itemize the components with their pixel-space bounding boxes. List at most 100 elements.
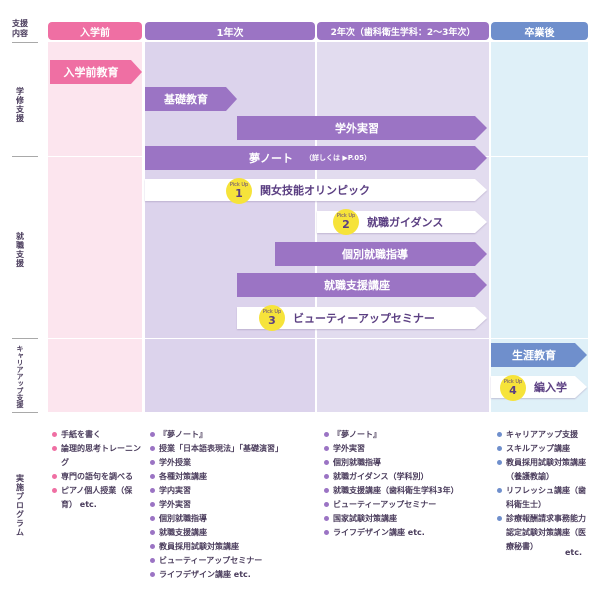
basic-education-label: 基礎教育 [164,93,208,106]
program-list-after: キャリアアップ支援 スキルアップ講座 教員採用試験対策講座（養護教諭） リフレッ… [497,428,589,554]
row-divider [12,42,38,43]
job-guidance-label: 就職ガイダンス [367,216,444,229]
skills-olympic-label: 関女技能オリンピック [260,184,370,197]
transfer-label: 編入学 [534,381,567,394]
column-bg-pre [48,42,142,412]
list-item: リフレッシュ講座（歯科衛生士） [497,484,589,512]
list-item: 学外実習 [150,498,315,512]
transfer-label-box: 編入学 [534,376,584,398]
list-item: スキルアップ講座 [497,442,589,456]
list-item: 学外授業 [150,456,315,470]
row-separator [40,338,588,339]
individual-guidance-label-box: 個別就職指導 [275,242,475,266]
arrow-pre-education [50,60,142,84]
list-item: 学外実習 [324,442,489,456]
header-year2: 2年次（歯科衛生学科：2〜3年次） [317,22,489,40]
skills-olympic-label-box: 関女技能オリンピック [260,179,460,201]
header-after: 卒業後 [491,22,588,40]
list-item: 手紙を書く [52,428,144,442]
pickup-number: 1 [235,187,243,200]
arrow-basic-education [145,87,237,111]
arrow-beauty-seminar [237,307,487,329]
job-support-course-label: 就職支援講座 [324,279,390,292]
list-item: ビューティーアップセミナー [150,554,315,568]
pickup-text: Pick Up [336,213,356,219]
list-item: 診療報酬請求事務能力認定試験対策講座（医療秘書） [497,512,589,554]
list-item: 個別就職指導 [150,512,315,526]
programs-label: 実施プログラム [15,473,25,537]
pickup-number: 4 [509,384,517,397]
lifelong-education-label: 生涯教育 [512,349,556,362]
list-item: 授業「日本語表現法」「基礎演習」 [150,442,315,456]
row-divider [12,412,38,413]
pickup-badge-1: Pick Up 1 [226,178,252,204]
row-label-programs: 実施プログラム [0,460,40,550]
pre-education-label-box: 入学前教育 [50,60,132,84]
pickup-badge-3: Pick Up 3 [259,305,285,331]
list-item: 『夢ノート』 [324,428,489,442]
beauty-seminar-label-box: ビューティーアップセミナー [293,307,473,329]
list-item: 就職支援講座（歯科衛生学科3年） [324,484,489,498]
list-item: ピアノ個人授業（保育） etc. [52,484,144,512]
header-pre-text: 入学前 [80,27,110,39]
arrow-lifelong-education [491,343,587,367]
list-item: 個別就職指導 [324,456,489,470]
after-etc: etc. [565,548,583,557]
pickup-text: Pick Up [229,182,249,188]
pickup-badge-2: Pick Up 2 [333,209,359,235]
support-content-label: 支援内容 [12,19,28,38]
pickup-text: Pick Up [262,309,282,315]
career-up-support-label: キャリアアップ支援 [16,344,24,408]
list-item: 就職支援講座 [150,526,315,540]
header-year1-text: 1年次 [216,27,244,39]
list-item: 各種対策講座 [150,470,315,484]
dream-note-label: 夢ノート [248,152,293,165]
off-campus-training-label: 学外実習 [335,122,379,135]
arrow-dream-note [145,146,487,170]
row-label-support-content: 支援内容 [0,14,40,44]
arrow-off-campus-training [237,116,487,140]
dream-note-label-box: 夢ノート （詳しくは ▶P.05） [145,146,475,170]
header-year1: 1年次 [145,22,315,40]
list-item: 『夢ノート』 [150,428,315,442]
basic-education-label-box: 基礎教育 [145,87,227,111]
academic-support-label: 学修支援 [15,87,25,123]
job-support-course-label-box: 就職支援講座 [237,273,477,297]
program-list-pre: 手紙を書く 論理的思考トレーニング 専門の語句を調べる ピアノ個人授業（保育） … [52,428,144,512]
pre-education-label: 入学前教育 [63,66,119,79]
job-guidance-label-box: 就職ガイダンス [367,211,477,233]
lifelong-education-label-box: 生涯教育 [491,343,577,367]
list-item: ビューティーアップセミナー [324,498,489,512]
arrow-individual-guidance [275,242,487,266]
header-pre: 入学前 [48,22,142,40]
arrow-job-guidance [317,211,487,233]
pickup-badge-4: Pick Up 4 [500,375,526,401]
list-item: 学内実習 [150,484,315,498]
pickup-number: 3 [268,314,276,327]
list-item: ライフデザイン講座 etc. [324,526,489,540]
arrow-job-support-course [237,273,487,297]
list-item: 国家試験対策講座 [324,512,489,526]
header-after-text: 卒業後 [524,27,555,39]
row-divider [12,338,38,339]
list-item: 論理的思考トレーニング [52,442,144,470]
list-item: キャリアアップ支援 [497,428,589,442]
beauty-seminar-label: ビューティーアップセミナー [293,312,435,325]
row-label-career: キャリアアップ支援 [0,340,40,412]
dream-note-ref: （詳しくは ▶P.05） [304,154,372,162]
program-list-year2: 『夢ノート』 学外実習 個別就職指導 就職ガイダンス（学科別） 就職支援講座（歯… [324,428,489,540]
row-label-job: 就職支援 [0,210,40,290]
pickup-number: 2 [342,218,350,231]
list-item: 就職ガイダンス（学科別） [324,470,489,484]
list-item: 専門の語句を調べる [52,470,144,484]
row-label-academic: 学修支援 [0,60,40,150]
off-campus-label-box: 学外実習 [237,116,477,140]
individual-guidance-label: 個別就職指導 [342,248,408,261]
row-divider [12,156,38,157]
list-item: 教員採用試験対策講座（養護教諭） [497,456,589,484]
program-list-year1: 『夢ノート』 授業「日本語表現法」「基礎演習」 学外授業 各種対策講座 学内実習… [150,428,315,582]
list-item: ライフデザイン講座 etc. [150,568,315,582]
job-support-label: 就職支援 [15,232,25,268]
pickup-text: Pick Up [503,379,523,385]
